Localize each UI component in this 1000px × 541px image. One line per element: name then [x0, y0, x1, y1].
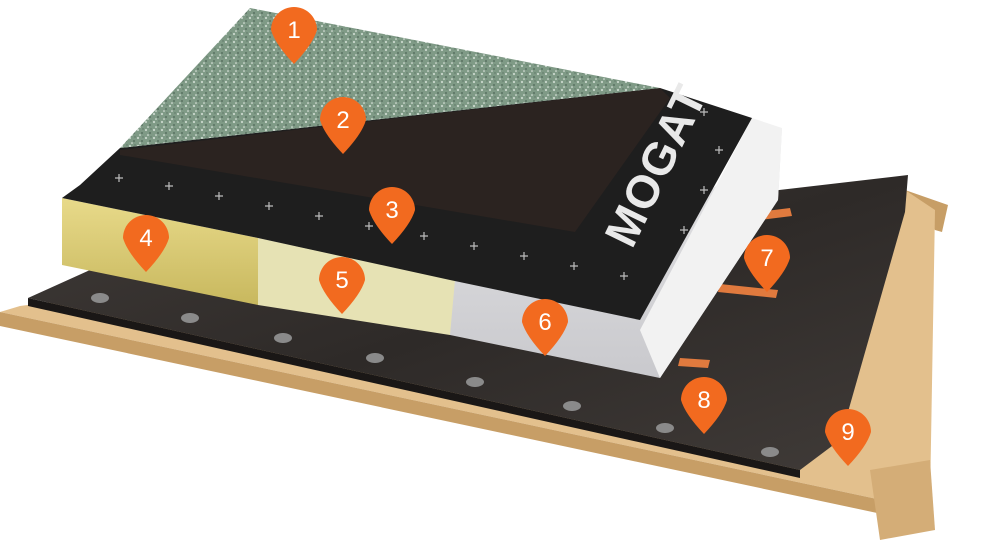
marker-label: 9: [841, 419, 854, 446]
layer-markers: 1 2 3 4 5 6 7 8 9: [123, 7, 871, 466]
fastener: [761, 447, 779, 457]
fastener: [656, 423, 674, 433]
marker-label: 7: [760, 245, 773, 272]
wood-beam-front: [870, 460, 935, 540]
marker-label: 1: [287, 17, 300, 44]
eps-board-edge: [640, 118, 782, 378]
fasteners: [91, 293, 779, 457]
marker-label: 3: [385, 197, 398, 224]
marker-label: 2: [336, 107, 349, 134]
fastener: [181, 313, 199, 323]
layer-marker-3: 3: [369, 187, 415, 244]
marker-pin-icon: [271, 7, 317, 64]
marker-pin-icon: [320, 97, 366, 154]
layer-marker-1: 1: [271, 7, 317, 64]
fastener: [563, 401, 581, 411]
fastener: [466, 377, 484, 387]
marker-pin-icon: [369, 187, 415, 244]
slate-granule-surface: [120, 8, 660, 148]
wood-deck-edge: [0, 312, 910, 520]
marker-label: 8: [697, 387, 710, 414]
layer-marker-6: 6: [522, 299, 568, 356]
layer-marker-2: 2: [320, 97, 366, 154]
marker-pin-icon: [123, 215, 169, 272]
layer-marker-9: 9: [825, 409, 871, 466]
marker-label: 6: [538, 309, 551, 336]
layer-marker-4: 4: [123, 215, 169, 272]
layer-marker-8: 8: [681, 377, 727, 434]
copper-dowel: [718, 284, 778, 298]
fastener: [274, 333, 292, 343]
marker-pin-icon: [522, 299, 568, 356]
marker-pin-icon: [681, 377, 727, 434]
marker-pin-icon: [319, 257, 365, 314]
layer-marker-7: 7: [744, 235, 790, 292]
marker-label: 4: [139, 225, 152, 252]
marker-pin-icon: [744, 235, 790, 292]
copper-dowel: [678, 358, 710, 368]
marker-label: 5: [335, 267, 348, 294]
layer-marker-5: 5: [319, 257, 365, 314]
vapour-membrane-edge: [28, 298, 800, 478]
marker-pin-icon: [825, 409, 871, 466]
fastener: [91, 293, 109, 303]
fastener: [366, 353, 384, 363]
bitumen-cap-sheet: [120, 88, 670, 232]
